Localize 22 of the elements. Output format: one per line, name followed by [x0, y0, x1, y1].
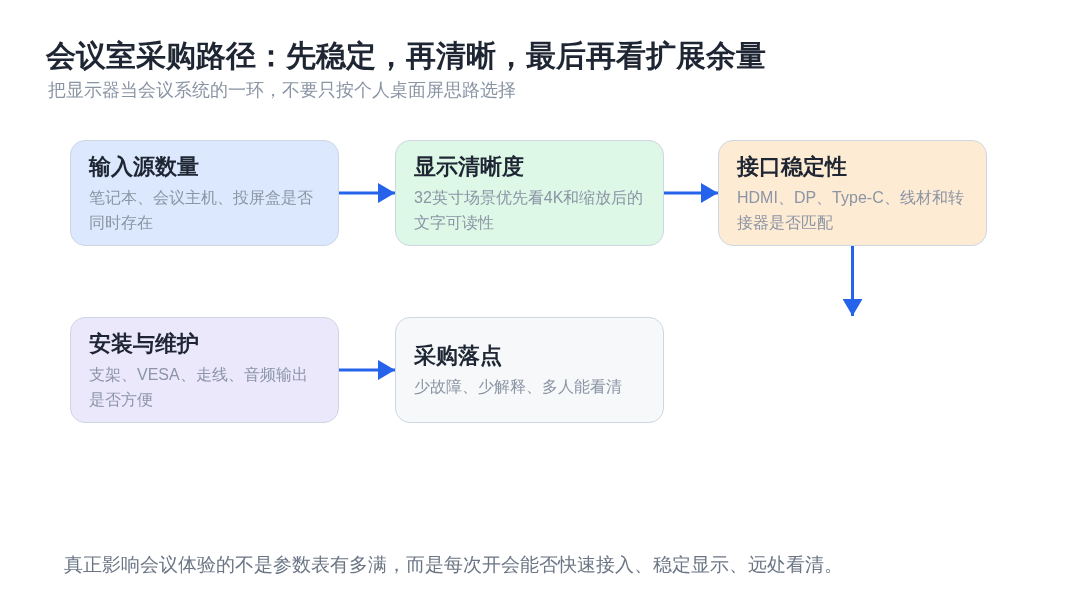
box-heading: 显示清晰度	[414, 152, 525, 181]
title: 会议室采购路径：先稳定，再清晰，最后再看扩展余量	[46, 38, 766, 74]
caption: 真正影响会议体验的不是参数表有多满，而是每次开会能否快速接入、稳定显示、远处看清。	[64, 553, 843, 577]
subtitle: 把显示器当会议系统的一环，不要只按个人桌面屏思路选择	[48, 79, 516, 102]
box-heading: 输入源数量	[89, 152, 200, 181]
arrow	[339, 183, 395, 203]
box-heading: 安装与维护	[89, 329, 200, 358]
arrow	[664, 183, 718, 203]
process-box	[70, 140, 339, 246]
box-description: 32英寸场景优先看4K和缩放后的文字可读性	[414, 187, 645, 233]
box-description: 支架、VESA、走线、音频输出是否方便	[89, 364, 309, 410]
box-description: 笔记本、会议主机、投屏盒是否同时存在	[89, 187, 314, 233]
box-heading: 接口稳定性	[737, 152, 848, 181]
process-box	[70, 317, 339, 423]
process-box	[718, 140, 987, 246]
box-heading: 采购落点	[414, 342, 503, 370]
box-description: 少故障、少解释、多人能看清	[414, 377, 623, 397]
process-box	[395, 317, 664, 423]
box-description: HDMI、DP、Type-C、线材和转接器是否匹配	[737, 187, 965, 233]
arrow	[339, 360, 395, 380]
process-box	[395, 140, 664, 246]
arrow	[842, 246, 863, 316]
